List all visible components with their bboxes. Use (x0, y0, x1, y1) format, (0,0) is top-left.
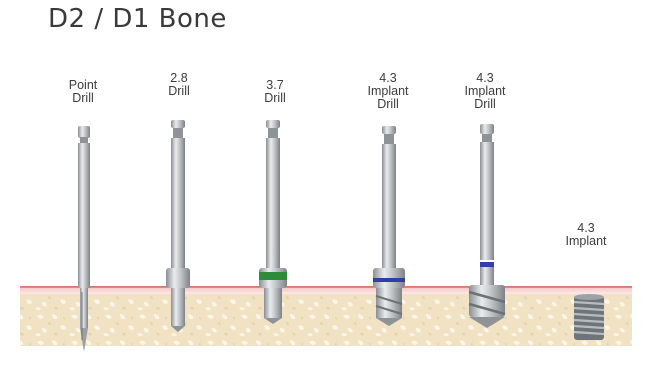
implant-drill-4-3-a-instrument (373, 126, 405, 326)
bone-layer (20, 286, 632, 346)
implant-drill-4-3-b-instrument (469, 124, 505, 328)
implant-4-3-object (574, 294, 604, 340)
